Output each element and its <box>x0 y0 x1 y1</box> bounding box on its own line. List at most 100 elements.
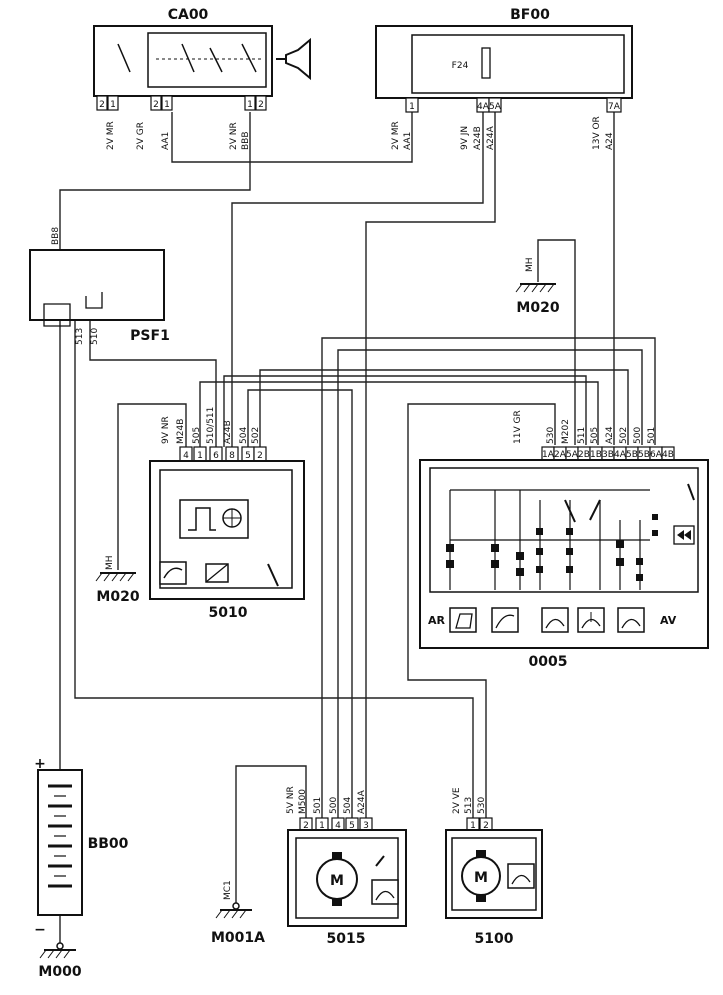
svg-text:AA1: AA1 <box>161 132 171 150</box>
svg-text:7A: 7A <box>608 102 621 112</box>
wiper-icon <box>371 879 399 905</box>
wire-510 <box>89 320 217 447</box>
svg-text:9V JN: 9V JN <box>460 126 470 150</box>
wire-500 <box>337 349 643 818</box>
svg-text:5: 5 <box>349 821 355 831</box>
svg-text:A24: A24 <box>605 132 615 150</box>
svg-text:2: 2 <box>257 451 263 461</box>
front-wiper-icon <box>541 607 569 633</box>
svg-text:2: 2 <box>153 100 159 110</box>
svg-text:510/511: 510/511 <box>206 407 216 444</box>
wire-mc1 <box>235 765 307 904</box>
svg-text:1: 1 <box>470 821 476 831</box>
svg-text:511: 511 <box>577 427 587 444</box>
svg-text:6: 6 <box>213 451 219 461</box>
bf00-title: BF00 <box>510 7 550 23</box>
component-psf1: BB8 PSF1 513 510 <box>29 227 170 345</box>
svg-text:M020: M020 <box>96 589 139 605</box>
svg-text:3: 3 <box>363 821 369 831</box>
svg-text:505: 505 <box>590 427 600 444</box>
svg-text:2: 2 <box>258 100 264 110</box>
wiper-icon <box>159 561 187 585</box>
svg-text:1: 1 <box>164 100 170 110</box>
svg-text:5B: 5B <box>626 450 638 460</box>
svg-text:500: 500 <box>329 797 339 814</box>
front-washer-icon <box>577 607 605 633</box>
wire-aa1 <box>171 112 413 163</box>
component-5010: 9V NR M24B 505 510/511 A24B 504 502 4 1 … <box>149 407 305 621</box>
svg-text:A24B: A24B <box>223 420 233 444</box>
svg-text:5V NR: 5V NR <box>286 786 296 814</box>
svg-text:1: 1 <box>110 100 116 110</box>
wire-502 <box>259 369 629 447</box>
5015-title: 5015 <box>327 931 366 947</box>
svg-text:2: 2 <box>303 821 309 831</box>
rear-washer-icon <box>491 607 519 633</box>
svg-text:502: 502 <box>619 427 629 444</box>
svg-text:2V VE: 2V VE <box>452 787 462 814</box>
svg-text:500: 500 <box>633 427 643 444</box>
svg-text:2V MR: 2V MR <box>391 121 401 150</box>
svg-text:2: 2 <box>483 821 489 831</box>
svg-text:4: 4 <box>335 821 341 831</box>
component-5100: 2V VE 513 530 1 2 M 5100 <box>445 787 543 947</box>
svg-text:11V GR: 11V GR <box>513 410 523 444</box>
5100-title: 5100 <box>475 931 514 947</box>
svg-text:M: M <box>330 873 344 889</box>
svg-text:M000: M000 <box>38 964 81 980</box>
wire-mh-top <box>537 239 576 445</box>
0005-rear-label: AR <box>428 614 446 627</box>
svg-text:510: 510 <box>90 328 100 345</box>
svg-text:2B: 2B <box>578 450 590 460</box>
rear-wiper-icon <box>449 607 477 633</box>
svg-text:530: 530 <box>546 427 556 444</box>
svg-text:1: 1 <box>319 821 325 831</box>
svg-text:5A: 5A <box>566 450 579 460</box>
svg-text:BBB: BBB <box>241 131 251 150</box>
wires <box>59 112 656 946</box>
svg-text:MH: MH <box>525 257 535 272</box>
wire-504 <box>247 389 353 818</box>
svg-text:F24: F24 <box>452 61 469 71</box>
svg-text:4B: 4B <box>662 450 674 460</box>
wire-513 <box>74 320 474 818</box>
svg-text:502: 502 <box>251 427 261 444</box>
svg-text:M202: M202 <box>561 419 571 444</box>
svg-text:BB8: BB8 <box>51 227 61 245</box>
svg-text:505: 505 <box>192 427 202 444</box>
svg-text:3B: 3B <box>602 450 614 460</box>
0005-front-label: AV <box>660 614 677 627</box>
svg-text:504: 504 <box>343 797 353 814</box>
svg-text:M24B: M24B <box>176 419 186 444</box>
svg-text:4: 4 <box>183 451 189 461</box>
svg-text:501: 501 <box>313 797 323 814</box>
svg-text:4A: 4A <box>477 102 490 112</box>
svg-text:2V NR: 2V NR <box>229 122 239 150</box>
svg-text:MC1: MC1 <box>223 880 233 900</box>
svg-text:AA1: AA1 <box>403 132 413 150</box>
svg-text:1: 1 <box>197 451 203 461</box>
wire-501 <box>321 337 656 818</box>
svg-text:M: M <box>474 870 488 886</box>
svg-text:A24A: A24A <box>486 125 496 150</box>
svg-text:513: 513 <box>464 797 474 814</box>
psf1-title: PSF1 <box>130 328 170 344</box>
svg-text:504: 504 <box>239 427 249 444</box>
svg-text:9V NR: 9V NR <box>161 416 171 444</box>
svg-text:2V GR: 2V GR <box>136 122 146 150</box>
wire-505 <box>199 381 599 447</box>
battery-minus: − <box>34 922 46 938</box>
wire-mh-left <box>117 403 187 570</box>
wire-bbb <box>59 112 251 250</box>
0005-title: 0005 <box>529 654 568 670</box>
ground-m000: M000 <box>38 942 82 980</box>
wiper-icon <box>507 863 535 889</box>
svg-text:2A: 2A <box>554 450 567 460</box>
battery-plus: + <box>34 756 46 772</box>
wire-a24b <box>231 112 484 447</box>
svg-text:5B: 5B <box>638 450 650 460</box>
bb00-title: BB00 <box>88 836 129 852</box>
component-bb00: + − BB00 <box>34 756 129 938</box>
component-bf00: BF00 F24 1 4A 5A 7A 2V MR AA1 9V JN A24B… <box>375 7 633 150</box>
wire-511 <box>223 375 587 447</box>
